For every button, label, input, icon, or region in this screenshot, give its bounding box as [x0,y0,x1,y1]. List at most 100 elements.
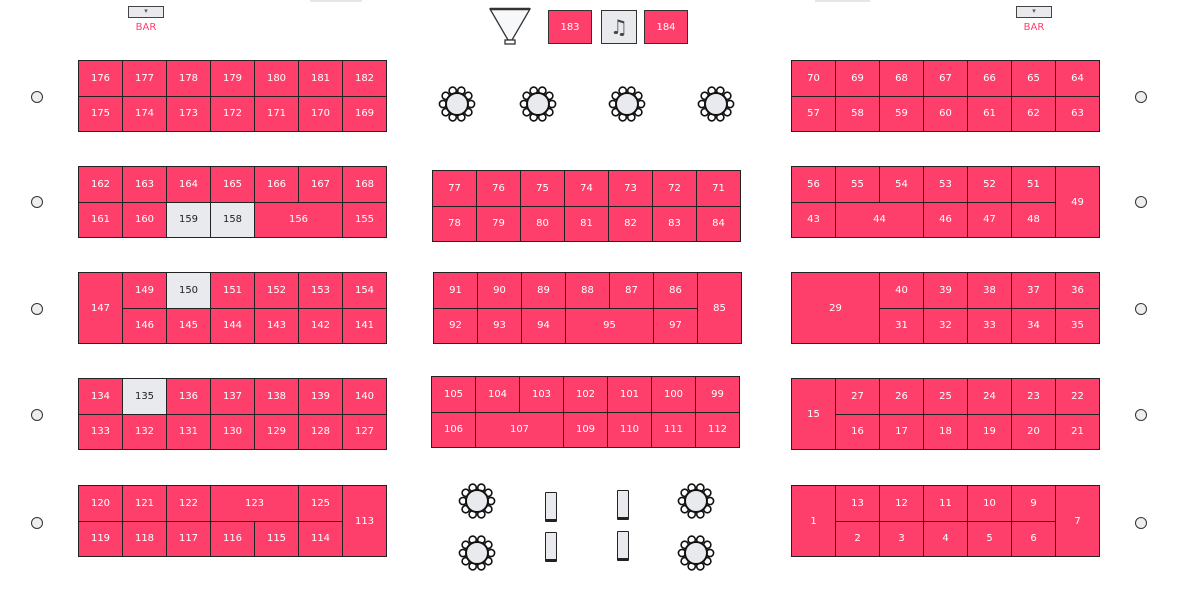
booth-166[interactable]: 166 [254,166,299,203]
booth-1[interactable]: 1 [791,485,836,557]
booth-129[interactable]: 129 [254,413,299,450]
booth-19[interactable]: 19 [967,413,1012,450]
booth-48[interactable]: 48 [1011,201,1056,238]
booth-32[interactable]: 32 [923,307,968,344]
booth-52[interactable]: 52 [967,166,1012,203]
booth-59[interactable]: 59 [879,95,924,132]
booth-123[interactable]: 123 [210,485,299,522]
booth-112[interactable]: 112 [695,411,740,448]
booth-23[interactable]: 23 [1011,378,1056,415]
booth-71[interactable]: 71 [696,170,741,207]
booth-67[interactable]: 67 [923,60,968,97]
booth-75[interactable]: 75 [520,170,565,207]
booth-25[interactable]: 25 [923,378,968,415]
booth-53[interactable]: 53 [923,166,968,203]
booth-146[interactable]: 146 [122,307,167,344]
booth-180[interactable]: 180 [254,60,299,97]
booth-24[interactable]: 24 [967,378,1012,415]
booth-76[interactable]: 76 [476,170,521,207]
booth-104[interactable]: 104 [475,376,520,413]
booth-154[interactable]: 154 [342,272,387,309]
booth-152[interactable]: 152 [254,272,299,309]
booth-167[interactable]: 167 [298,166,343,203]
booth-119[interactable]: 119 [78,520,123,557]
booth-54[interactable]: 54 [879,166,924,203]
booth-168[interactable]: 168 [342,166,387,203]
booth-114[interactable]: 114 [298,520,343,557]
booth-150[interactable]: 150 [166,272,211,309]
booth-136[interactable]: 136 [166,378,211,415]
booth-171[interactable]: 171 [254,95,299,132]
booth-105[interactable]: 105 [431,376,476,413]
booth-172[interactable]: 172 [210,95,255,132]
booth-4[interactable]: 4 [923,520,968,557]
booth-127[interactable]: 127 [342,413,387,450]
booth-16[interactable]: 16 [835,413,880,450]
booth-107[interactable]: 107 [475,411,564,448]
booth-78[interactable]: 78 [432,205,477,242]
booth-165[interactable]: 165 [210,166,255,203]
booth-85[interactable]: 85 [697,272,742,344]
booth-170[interactable]: 170 [298,95,343,132]
booth-21[interactable]: 21 [1055,413,1100,450]
booth-26[interactable]: 26 [879,378,924,415]
booth-143[interactable]: 143 [254,307,299,344]
booth-175[interactable]: 175 [78,95,123,132]
booth-74[interactable]: 74 [564,170,609,207]
booth-37[interactable]: 37 [1011,272,1056,309]
booth-10[interactable]: 10 [967,485,1012,522]
booth-36[interactable]: 36 [1055,272,1100,309]
booth-62[interactable]: 62 [1011,95,1056,132]
booth-103[interactable]: 103 [519,376,564,413]
booth-138[interactable]: 138 [254,378,299,415]
booth-39[interactable]: 39 [923,272,968,309]
booth-133[interactable]: 133 [78,413,123,450]
booth-70[interactable]: 70 [791,60,836,97]
booth-162[interactable]: 162 [78,166,123,203]
booth-115[interactable]: 115 [254,520,299,557]
booth-156[interactable]: 156 [254,201,343,238]
booth-173[interactable]: 173 [166,95,211,132]
booth-84[interactable]: 84 [696,205,741,242]
booth-33[interactable]: 33 [967,307,1012,344]
booth-46[interactable]: 46 [923,201,968,238]
booth-182[interactable]: 182 [342,60,387,97]
booth-80[interactable]: 80 [520,205,565,242]
booth-89[interactable]: 89 [521,272,566,309]
booth-55[interactable]: 55 [835,166,880,203]
booth-5[interactable]: 5 [967,520,1012,557]
booth-159[interactable]: 159 [166,201,211,238]
booth-161[interactable]: 161 [78,201,123,238]
booth-121[interactable]: 121 [122,485,167,522]
booth-183[interactable]: 183 [548,10,592,44]
booth-120[interactable]: 120 [78,485,123,522]
booth-131[interactable]: 131 [166,413,211,450]
booth-155[interactable]: 155 [342,201,387,238]
booth-61[interactable]: 61 [967,95,1012,132]
booth-102[interactable]: 102 [563,376,608,413]
booth-49[interactable]: 49 [1055,166,1100,238]
booth-51[interactable]: 51 [1011,166,1056,203]
booth-169[interactable]: 169 [342,95,387,132]
booth-81[interactable]: 81 [564,205,609,242]
booth-90[interactable]: 90 [477,272,522,309]
booth-66[interactable]: 66 [967,60,1012,97]
booth-83[interactable]: 83 [652,205,697,242]
booth-43[interactable]: 43 [791,201,836,238]
booth-122[interactable]: 122 [166,485,211,522]
booth-13[interactable]: 13 [835,485,880,522]
booth-97[interactable]: 97 [653,307,698,344]
booth-82[interactable]: 82 [608,205,653,242]
booth-69[interactable]: 69 [835,60,880,97]
booth-144[interactable]: 144 [210,307,255,344]
booth-22[interactable]: 22 [1055,378,1100,415]
booth-176[interactable]: 176 [78,60,123,97]
booth-113[interactable]: 113 [342,485,387,557]
booth-163[interactable]: 163 [122,166,167,203]
booth-135[interactable]: 135 [122,378,167,415]
booth-181[interactable]: 181 [298,60,343,97]
booth-149[interactable]: 149 [122,272,167,309]
booth-145[interactable]: 145 [166,307,211,344]
booth-109[interactable]: 109 [563,411,608,448]
booth-125[interactable]: 125 [298,485,343,522]
